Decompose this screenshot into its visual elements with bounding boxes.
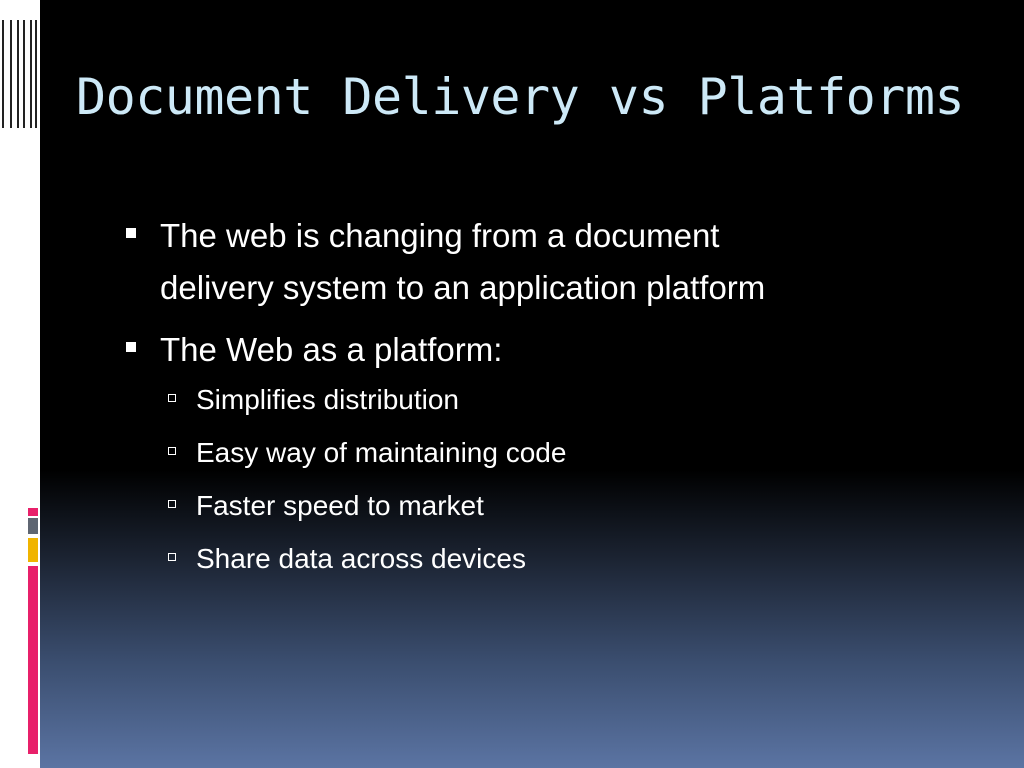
hollow-square-bullet-icon [168,447,176,455]
bullet-text-line: The web is changing from a document [160,217,720,254]
decorative-line [17,20,19,128]
sub-bullet-item: Share data across devices [122,539,942,579]
accent-grey-block [28,518,38,534]
accent-yellow-block [28,538,38,562]
slide-title: Document Delivery vs Platforms [76,68,965,126]
square-bullet-icon [126,228,136,238]
hollow-square-bullet-icon [168,394,176,402]
bullet-item: The web is changing from a document deli… [122,210,942,314]
square-bullet-icon [126,342,136,352]
sub-bullet-item: Faster speed to market [122,486,942,526]
sub-bullet-text: Share data across devices [196,543,526,574]
hollow-square-bullet-icon [168,500,176,508]
decorative-left-band [0,0,40,768]
sub-bullet-text: Easy way of maintaining code [196,437,567,468]
decorative-line [2,20,4,128]
hollow-square-bullet-icon [168,553,176,561]
slide-body: The web is changing from a document deli… [122,210,942,592]
sub-bullet-item: Simplifies distribution [122,380,942,420]
decorative-line [35,20,37,128]
bullet-text: The Web as a platform: [160,331,503,368]
sub-bullet-item: Easy way of maintaining code [122,433,942,473]
sub-bullet-text: Faster speed to market [196,490,484,521]
accent-pink-bar [28,566,38,754]
accent-pink-block [28,508,38,516]
decorative-line [10,20,12,128]
sub-bullet-text: Simplifies distribution [196,384,459,415]
bullet-item: The Web as a platform: [122,324,942,376]
decorative-line [30,20,32,128]
decorative-line [23,20,25,128]
bullet-text-line: delivery system to an application platfo… [160,269,766,306]
